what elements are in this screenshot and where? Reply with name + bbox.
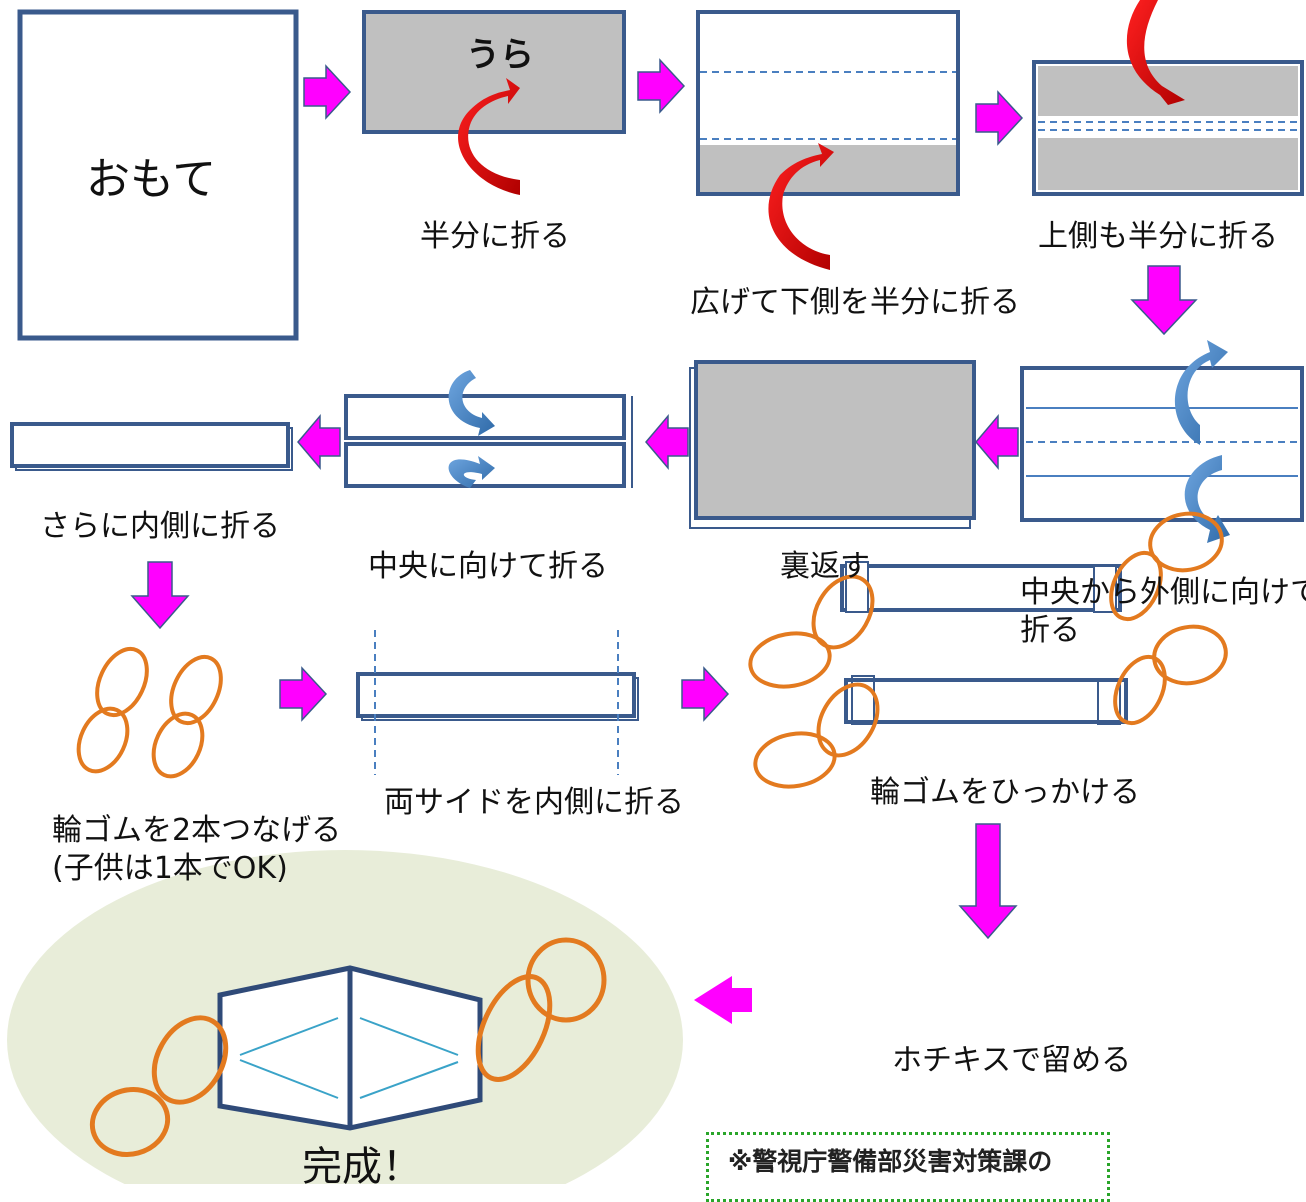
omote-sheet <box>17 9 299 341</box>
strip-step9 <box>356 672 636 718</box>
arrow-left <box>297 413 341 471</box>
rubber-band <box>95 646 149 718</box>
arrow-left <box>645 413 689 471</box>
step10-label: 輪ゴムをひっかける <box>870 775 1140 810</box>
rubber-band <box>89 1087 171 1157</box>
fold-arrow-blue-2 <box>1184 455 1230 543</box>
strip-step10 <box>844 678 1128 724</box>
rubber-band <box>169 654 223 726</box>
step4-label-line2: 折る <box>1020 613 1080 648</box>
strip-step10-tab <box>1097 679 1121 725</box>
rubber-band <box>816 682 880 758</box>
strip-step11-real-visible <box>840 564 1122 612</box>
fold-arrow-blue-4 <box>448 456 495 488</box>
rubber-band <box>1148 511 1224 573</box>
sheet-step3-bottom <box>1038 138 1298 190</box>
arrow-down <box>130 561 190 630</box>
done-label: 完成！ <box>302 1144 422 1190</box>
fold-arrow-red-2 <box>768 143 834 270</box>
rubber-band <box>753 731 837 789</box>
step5-label: 裏返す <box>780 549 870 584</box>
fold-arrow-blue-3 <box>448 370 495 436</box>
fold-arrow-blue-1 <box>1174 340 1228 445</box>
step9-label: 両サイドを内側に折る <box>384 785 684 820</box>
rubber-band <box>1152 624 1228 686</box>
arrow-left <box>975 413 1019 471</box>
step1-label: 半分に折る <box>420 219 570 254</box>
arrow-down <box>1130 265 1198 336</box>
rubber-band <box>151 1015 229 1105</box>
note-text: ※警視庁警備部災害対策課の <box>728 1147 1053 1176</box>
arrow-right <box>637 58 686 114</box>
step3-label: 上側も半分に折る <box>1038 219 1278 254</box>
mask-pleat-line <box>239 1017 339 1056</box>
step6-label: 中央に向けて折る <box>368 549 608 584</box>
omote-label: おもて <box>86 154 217 205</box>
ura-label: うら <box>466 35 534 75</box>
arrow-right <box>279 666 328 722</box>
step8-label-line2: (子供は1本でOK) <box>52 851 288 886</box>
sheet-step4 <box>1020 366 1304 522</box>
step2-label: 広げて下側を半分に折る <box>690 285 1020 320</box>
arrow-right <box>975 90 1024 146</box>
step4-label-line1: 中央から外側に向けて <box>1020 575 1306 610</box>
rubber-band <box>748 631 832 689</box>
strip-step7 <box>10 422 290 468</box>
rubber-band <box>475 974 553 1082</box>
fold-arrow-red-3 <box>1126 0 1185 105</box>
rubber-band <box>76 706 130 774</box>
step7-label: さらに内側に折る <box>40 509 280 544</box>
rubber-band <box>525 937 607 1023</box>
fold-arrow-red-1 <box>458 78 520 195</box>
strip-step10-tab <box>851 675 875 725</box>
ura-sheet <box>362 10 626 134</box>
arrow-right <box>681 666 730 722</box>
arrow-left <box>694 976 752 1024</box>
arrow-right <box>303 64 352 120</box>
arrow-down <box>958 823 1018 940</box>
mask-pleat-line <box>359 1017 459 1056</box>
step8-label-line1: 輪ゴムを2本つなげる <box>52 813 342 848</box>
step11-label: ホチキスで留める <box>892 1043 1132 1078</box>
sheet-step5 <box>694 360 976 520</box>
mask-pleat-line <box>239 1059 339 1099</box>
mask-pleat-line <box>359 1061 459 1099</box>
step-arrows <box>130 58 1198 1024</box>
rubber-band <box>151 711 205 779</box>
